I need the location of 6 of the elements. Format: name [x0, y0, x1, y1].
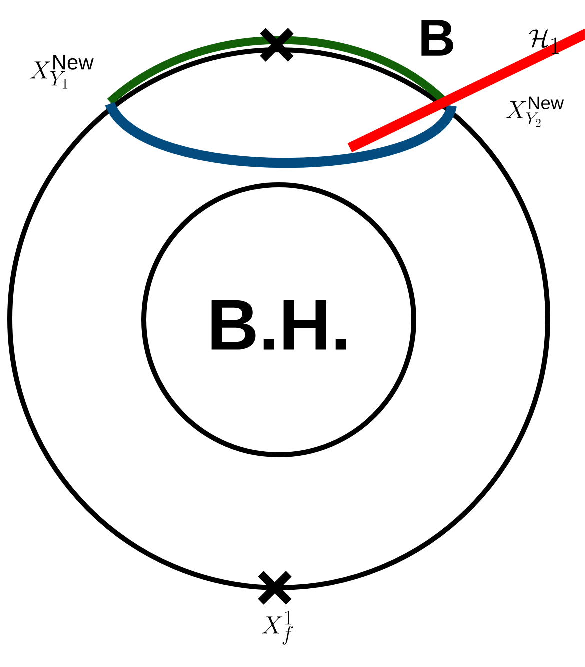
circle-label: B.H. — [212, 300, 346, 350]
label: B — [422, 20, 454, 56]
label: $X_f^1$ — [262, 610, 294, 645]
label: $X_{Y_1}^{\mathrm{New}}$ — [30, 55, 94, 89]
label: $\mathcal{H}_1$ — [529, 30, 560, 54]
label: $X_{Y_2}^{\mathrm{New}}$ — [506, 96, 564, 128]
